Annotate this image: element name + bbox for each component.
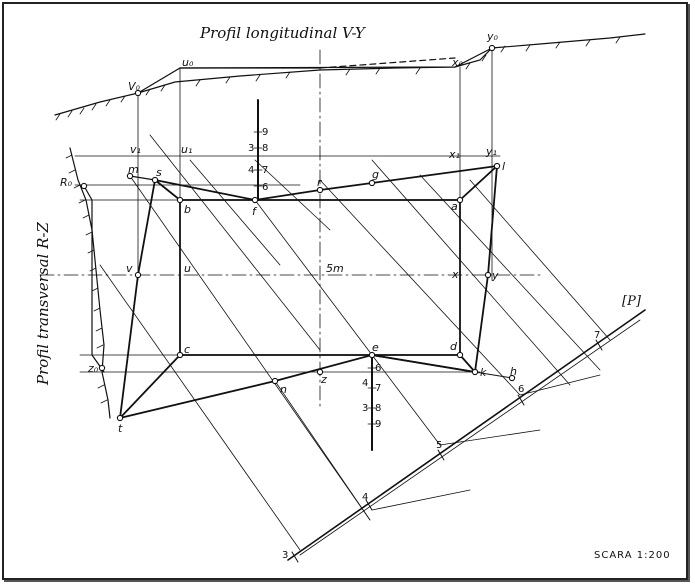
label-y1: y₁ (485, 145, 497, 158)
label-x1: x₁ (448, 148, 460, 161)
plane-p-line (287, 309, 646, 561)
top-scale-3: 3 (248, 143, 254, 154)
label-k: k (480, 366, 487, 379)
scale-label: SCARA 1:200 (594, 550, 671, 561)
label-a: a (451, 200, 458, 213)
slope-outline (154, 164, 500, 201)
label-c: c (184, 343, 190, 356)
bottom-scale-4: 4 (362, 378, 368, 389)
label-v0: V₀ (128, 80, 141, 93)
longitudinal-terrain (54, 33, 646, 116)
platform-rectangle (179, 199, 461, 356)
label-l: l (502, 160, 505, 173)
top-scale-8: 8 (262, 143, 268, 154)
p-scale-4: 4 (362, 492, 368, 503)
transversal-terrain (69, 147, 111, 419)
bottom-scale-7: 7 (375, 383, 381, 394)
points (80, 44, 516, 422)
projection-lines-vertical (137, 47, 493, 281)
p-scale-7: 7 (594, 330, 600, 341)
transversal-design-line (83, 185, 105, 373)
title-transversal: Profil transversal R-Z (34, 222, 52, 386)
title-longitudinal: Profil longitudinal V-Y (199, 24, 367, 42)
label-y0: y₀ (486, 30, 499, 43)
label-s: s (156, 166, 162, 179)
bottom-scale-9: 9 (375, 419, 381, 430)
bottom-scale-8: 8 (375, 403, 381, 414)
label-g: g (372, 168, 379, 181)
top-scale-7: 7 (262, 165, 268, 176)
label-r: r (317, 176, 323, 189)
p-scale-6: 6 (518, 384, 524, 395)
label-t: t (118, 422, 123, 435)
label-v1: v₁ (130, 143, 141, 156)
top-scale-9: 9 (262, 127, 268, 138)
label-u: u (184, 262, 191, 275)
label-x0: x₀ (451, 56, 464, 69)
label-m: m (128, 163, 139, 176)
label-x: x (451, 268, 459, 281)
label-z: z (320, 373, 327, 386)
p-scale-5: 5 (436, 440, 442, 451)
label-u1: u₁ (181, 143, 192, 156)
label-y: y (491, 269, 499, 282)
label-f: f (252, 205, 258, 218)
bottom-scale-6: 6 (375, 363, 381, 374)
p-scale-3: 3 (282, 550, 288, 561)
label-z0: z₀ (87, 362, 99, 375)
center-dimension: 5m (326, 262, 344, 275)
label-b: b (184, 203, 191, 216)
plane-p-label: [P] (622, 294, 642, 309)
label-d: d (450, 340, 458, 353)
transversal-terrain-hatch (65, 154, 108, 404)
label-r0: R₀ (60, 176, 73, 189)
top-scale-4: 4 (248, 165, 254, 176)
label-u0: u₀ (182, 56, 194, 69)
longitudinal-terrain-hatch (55, 36, 621, 121)
label-e: e (372, 341, 379, 354)
label-n: n (280, 383, 287, 396)
label-v: v (126, 262, 133, 275)
diagonal-projection-lines (99, 134, 611, 551)
bottom-scale-3: 3 (362, 403, 368, 414)
label-h: h (510, 365, 517, 378)
top-scale-6: 6 (262, 182, 268, 193)
